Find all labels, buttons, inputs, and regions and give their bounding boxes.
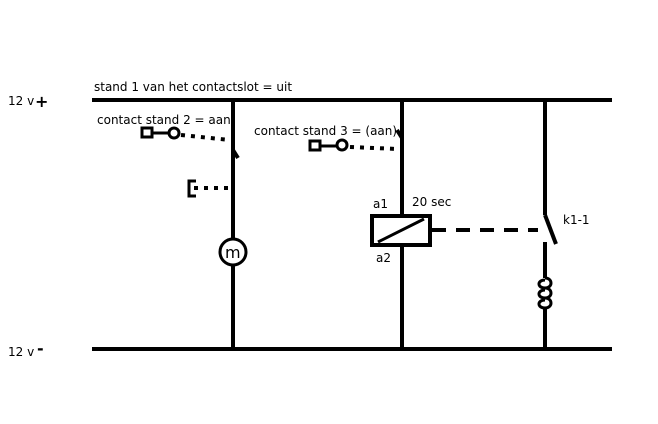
- top-note: stand 1 van het contactslot = uit: [94, 80, 292, 94]
- branch-relay-contact: k1-1: [537, 100, 590, 349]
- relay-a2-label: a2: [376, 251, 391, 265]
- key-3-link: [349, 145, 399, 151]
- branch-relay: a1 a2 20 sec: [370, 100, 451, 349]
- branch-motor: m: [218, 100, 248, 349]
- key-switch-3: contact stand 3 = (aan): [254, 124, 399, 152]
- pushbutton-actuator: [187, 179, 232, 198]
- top-rail-voltage-label: 12 v: [8, 94, 34, 108]
- key-3-ring-icon: [335, 138, 349, 152]
- inductor-coil-icon: [537, 276, 553, 310]
- key-2-link: [180, 133, 231, 142]
- relay-a1-label: a1: [373, 197, 388, 211]
- switch-2-contact: [231, 148, 240, 160]
- bottom-rail-minus-sign: -: [37, 339, 44, 358]
- key-2-head-icon: [140, 126, 154, 139]
- motor-circle: [218, 237, 248, 267]
- key-2-ring-icon: [167, 126, 181, 140]
- relay-coil-diagonal: [377, 217, 425, 244]
- contact-2-label: contact stand 2 = aan: [97, 113, 231, 127]
- relay-contact-label: k1-1: [563, 213, 590, 227]
- bottom-rail-voltage-label: 12 v: [8, 345, 34, 359]
- key-switch-2: contact stand 2 = aan: [97, 113, 231, 142]
- switch-3-contact: [395, 128, 404, 140]
- relay-contact-blade: [543, 214, 558, 245]
- motor-label: m: [225, 243, 241, 262]
- key-3-head-icon: [308, 139, 322, 152]
- pushbutton-bracket-icon: [187, 179, 196, 198]
- top-rail-plus-sign: +: [35, 92, 48, 111]
- contact-3-label: contact stand 3 = (aan): [254, 124, 397, 138]
- relay-timer-label: 20 sec: [412, 195, 451, 209]
